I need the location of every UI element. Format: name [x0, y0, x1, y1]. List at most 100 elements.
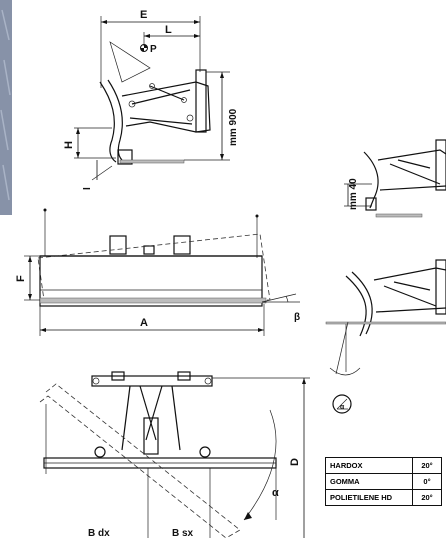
top-frame-strut-1	[121, 385, 131, 451]
detail-top-right: mm 40	[344, 139, 446, 218]
label-b-dx: B dx	[88, 528, 110, 538]
detail2-mount	[435, 259, 446, 315]
top-mount-right	[177, 371, 191, 381]
side-mount-plate	[195, 69, 207, 133]
side-lower-mount	[117, 149, 133, 165]
front-mount-right	[173, 235, 191, 255]
detail2-piston	[393, 281, 431, 291]
dim-l-arrow-right	[194, 34, 200, 38]
detail2-blade-inner	[351, 271, 373, 335]
side-ground	[119, 159, 185, 164]
label-i: I	[82, 187, 93, 190]
side-arm-upper	[131, 89, 191, 105]
dim-d-arrow-top	[302, 378, 306, 384]
top-mount-left	[111, 371, 125, 381]
top-view: D α B dx B sx	[39, 371, 310, 538]
dim-e-arrow-right	[194, 20, 200, 24]
curved-blade-inner	[107, 79, 123, 161]
front-ground	[39, 297, 267, 304]
dim-i-ext	[91, 165, 113, 181]
top-frame-strut-4	[145, 385, 163, 441]
label-f: F	[15, 275, 27, 282]
label-p: P	[150, 44, 157, 55]
top-frame-strut-2	[171, 385, 181, 451]
front-blade-body	[39, 255, 263, 307]
weight-triangle	[109, 41, 151, 83]
dim-a-arrow-left	[40, 328, 46, 332]
label-e: E	[140, 9, 147, 21]
dim-h-arrow-top	[76, 128, 80, 134]
detail1-arm	[389, 163, 441, 185]
dim-f-arrow-bottom	[28, 294, 32, 300]
blade-angle-table: HARDOX 20° GOMMA 0° POLIETILENE HD 20°	[325, 457, 442, 506]
dim-e-arrow-left	[101, 20, 107, 24]
dim-900-arrow-top	[220, 72, 224, 78]
top-piston-left-head	[94, 446, 106, 458]
detail2-arm	[383, 285, 437, 307]
angle-cell: 0°	[412, 473, 442, 490]
alpha-arc	[243, 409, 277, 521]
top-center-block	[143, 417, 159, 455]
label-l: L	[165, 24, 172, 36]
side-arm-lower	[129, 117, 193, 125]
dim-f-arrow-top	[28, 256, 32, 262]
material-cell: GOMMA	[325, 473, 413, 490]
table-row: GOMMA 0°	[325, 473, 442, 490]
detail1-piston	[397, 159, 431, 169]
label-beta: β	[294, 312, 300, 323]
material-cell: POLIETILENE HD	[325, 489, 413, 506]
angle-cell: 20°	[412, 489, 442, 506]
top-piston-right-head	[199, 446, 211, 458]
front-mount-left	[109, 235, 127, 255]
side-pivot-2	[181, 97, 187, 103]
label-b-sx: B sx	[172, 528, 194, 538]
label-alpha-icon: α	[340, 404, 345, 411]
angle-cell: 20°	[412, 457, 442, 474]
side-frame	[121, 81, 211, 133]
curved-blade	[99, 81, 117, 163]
top-blade-angled-dashed-inner	[39, 395, 227, 538]
edge-strip-fill	[0, 0, 12, 215]
detail2-angle-tilt	[335, 321, 349, 375]
top-frame-strut-3	[139, 385, 157, 441]
dim-900-arrow-bottom	[220, 154, 224, 160]
label-alpha: α	[272, 487, 279, 499]
label-mm-40: mm 40	[348, 178, 359, 210]
table-row: POLIETILENE HD 20°	[325, 489, 442, 506]
alpha-arc-arrow	[244, 512, 252, 520]
detail-bottom-right: α	[325, 259, 446, 414]
detail1-ground	[375, 213, 423, 218]
top-blade-angled-dashed	[45, 383, 241, 538]
label-mm-900: mm 900	[228, 108, 239, 146]
top-pin-right	[204, 377, 212, 385]
center-of-gravity-fill	[140, 44, 148, 52]
side-pivot-4	[186, 114, 194, 122]
label-h: H	[63, 141, 75, 149]
alpha-angle-icon	[332, 394, 352, 414]
detail2-blade	[345, 275, 367, 337]
dim-h-arrow-bottom	[76, 152, 80, 158]
table-row: HARDOX 20°	[325, 457, 442, 474]
front-view: F A β	[15, 208, 300, 336]
detail1-lower-mount	[365, 197, 377, 211]
label-a: A	[140, 317, 148, 329]
front-mount-center	[143, 245, 155, 255]
side-piston	[149, 85, 185, 101]
detail2-ground	[325, 321, 446, 325]
edge-strip-texture	[0, 9, 11, 201]
top-pin-left	[92, 377, 100, 385]
front-post-right-tip	[255, 214, 259, 218]
dim-l-arrow-left	[144, 34, 150, 38]
top-mount-bar	[91, 375, 213, 387]
side-view: E L P	[63, 9, 239, 190]
front-post-left-tip	[43, 208, 47, 212]
detail1-mount	[435, 139, 446, 191]
detail1-frame	[377, 149, 446, 191]
side-pivot-3	[128, 100, 136, 108]
alpha-angle-icon-wedge	[336, 398, 348, 410]
left-edge-texture-strip	[0, 0, 12, 215]
material-cell: HARDOX	[325, 457, 413, 474]
beta-tilt-line	[261, 293, 297, 303]
